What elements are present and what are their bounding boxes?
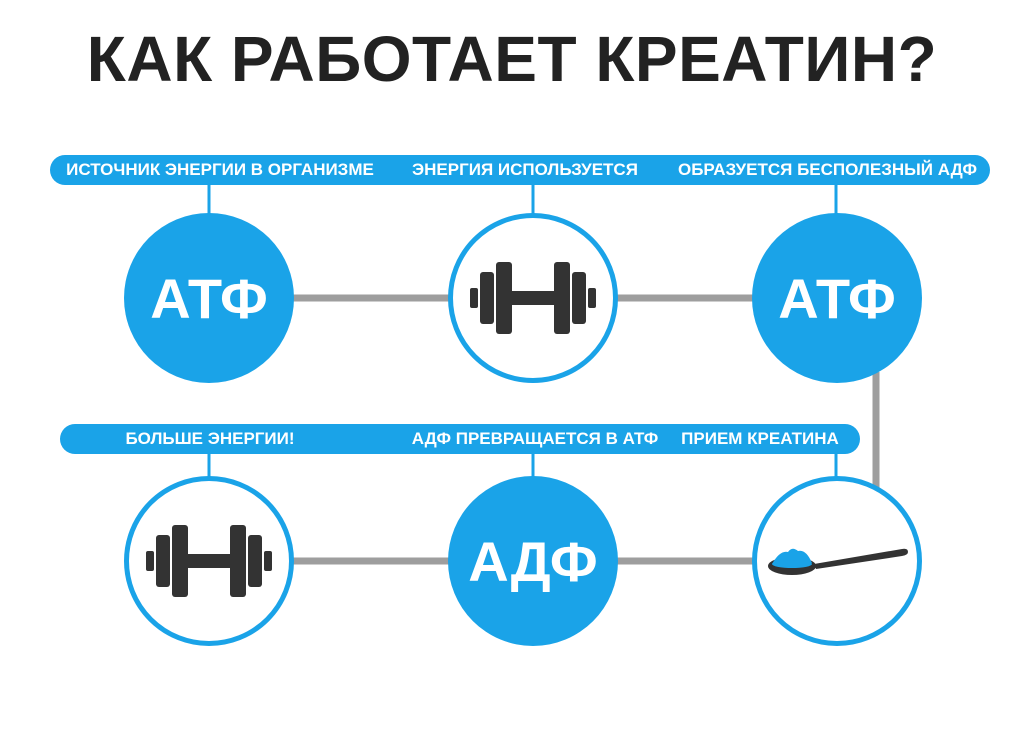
atp-label-2: АТФ bbox=[778, 266, 896, 330]
adp-label: АДФ bbox=[468, 529, 598, 593]
atp-label: АТФ bbox=[150, 266, 268, 330]
atp-node-2: АТФ bbox=[752, 213, 922, 383]
top-label-3: ОБРАЗУЕТСЯ БЕСПОЛЕЗНЫЙ АДФ bbox=[677, 160, 978, 179]
bottom-label-2: АДФ ПРЕВРАЩАЕТСЯ В АТФ bbox=[411, 429, 659, 448]
top-label-2: ЭНЕРГИЯ ИСПОЛЬЗУЕТСЯ bbox=[412, 160, 638, 179]
bottom-label-3: ПРИЕМ КРЕАТИНА bbox=[681, 429, 839, 448]
page-title: КАК РАБОТАЕТ КРЕАТИН? bbox=[86, 23, 938, 95]
more-energy-node bbox=[124, 476, 294, 646]
adp-node: АДФ bbox=[448, 476, 618, 646]
top-label-1: ИСТОЧНИК ЭНЕРГИИ В ОРГАНИЗМЕ bbox=[66, 160, 374, 179]
dumbbell-icon bbox=[470, 262, 596, 334]
dumbbell-icon bbox=[146, 525, 272, 597]
bottom-label-1: БОЛЬШЕ ЭНЕРГИИ! bbox=[125, 429, 295, 448]
spoon-powder-icon bbox=[768, 548, 908, 575]
top-label-bar bbox=[50, 155, 990, 185]
atp-node: АТФ bbox=[124, 213, 294, 383]
bottom-label-bar bbox=[60, 424, 860, 454]
creatine-intake-node bbox=[752, 476, 922, 646]
energy-used-node bbox=[448, 213, 618, 383]
